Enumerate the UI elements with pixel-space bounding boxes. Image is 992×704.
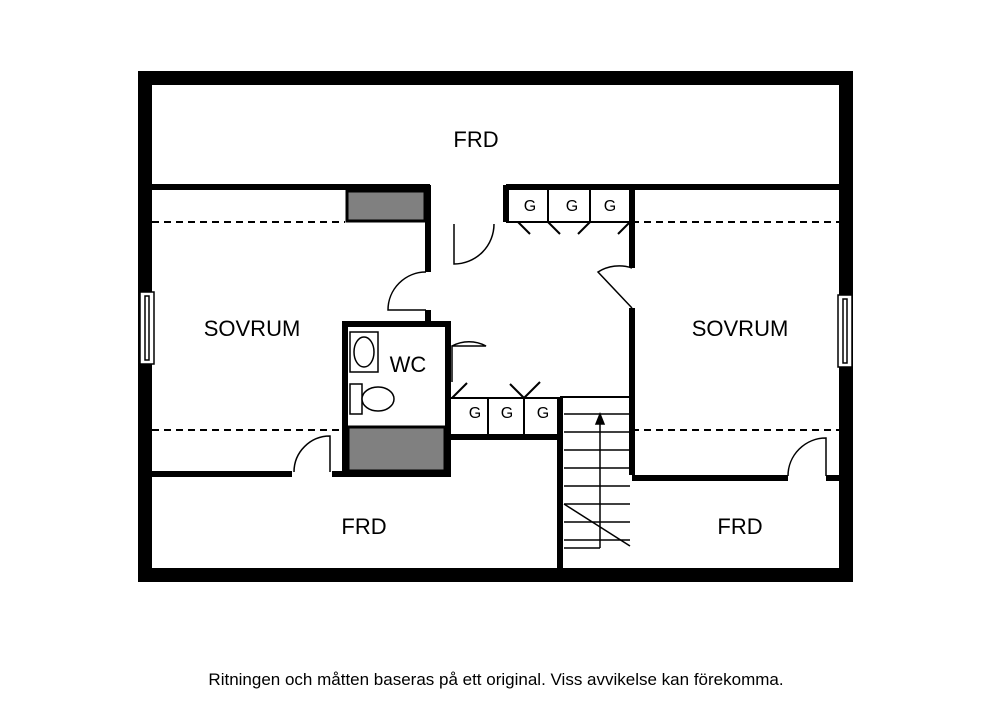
wardrobe-middle <box>451 381 541 437</box>
room-label-frd-top: FRD <box>453 127 498 152</box>
wc-fixtures <box>349 331 395 415</box>
room-label-frd-bottom-right: FRD <box>717 514 762 539</box>
room-label-sovrum-right: SOVRUM <box>692 316 789 341</box>
wardrobe-label: G <box>524 198 536 215</box>
chimney-top <box>345 189 427 223</box>
windows <box>139 291 853 368</box>
room-label-frd-bottom-left: FRD <box>341 514 386 539</box>
wardrobe-label: G <box>469 405 481 422</box>
wardrobe-top <box>517 190 631 235</box>
room-label-sovrum-left: SOVRUM <box>204 316 301 341</box>
wardrobe-label: G <box>501 405 513 422</box>
staircase <box>563 411 631 549</box>
doors <box>293 223 827 477</box>
slope-lines <box>152 221 839 431</box>
room-label-wc: WC <box>390 352 427 377</box>
disclaimer-text: Ritningen och måtten baseras på ett orig… <box>208 670 784 689</box>
wardrobe-label: G <box>604 198 616 215</box>
wardrobe-label: G <box>537 405 549 422</box>
interior-walls <box>152 184 839 568</box>
chimney-bottom <box>346 425 447 473</box>
wardrobe-label: G <box>566 198 578 215</box>
